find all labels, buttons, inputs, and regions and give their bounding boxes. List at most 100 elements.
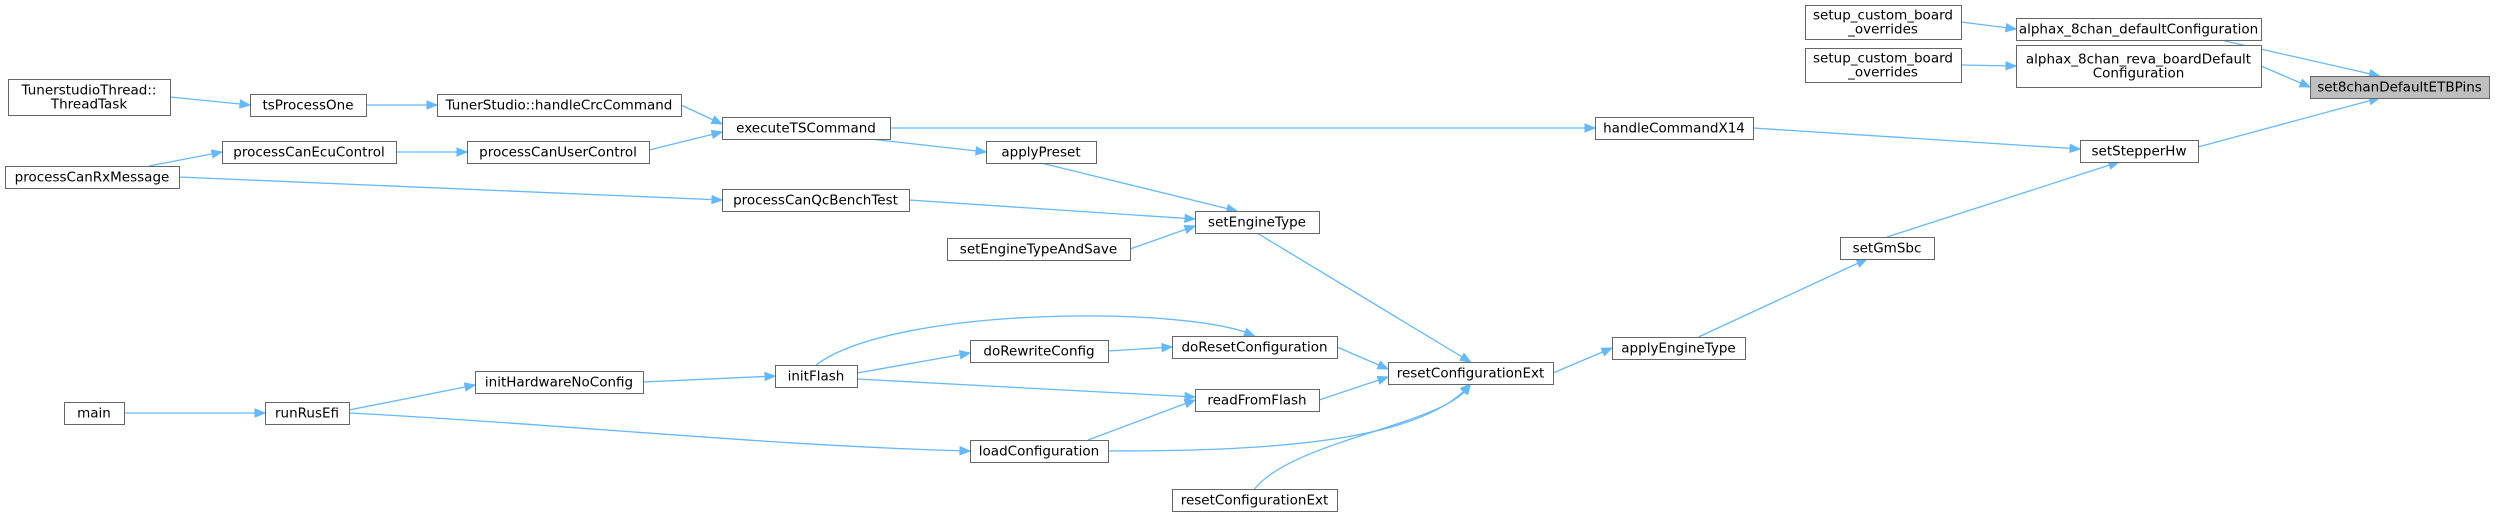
edge-setup-custom-board-overrides-2-to-alphax-8chan-reva-boarddefaultconfiguration	[1960, 61, 2018, 71]
node-label: resetConfigurationExt	[1181, 493, 1329, 509]
edge-setenginetype-to-resetconfigurationext-1	[1256, 232, 1472, 363]
edge-line	[869, 138, 987, 153]
node-box	[2016, 18, 2262, 41]
edge-arrowhead	[764, 371, 777, 382]
edge-line	[1752, 127, 2081, 150]
node-box	[970, 440, 1109, 463]
node-label: initFlash	[788, 369, 845, 385]
node-main[interactable]: main	[64, 402, 125, 425]
node-dorewriteconfig[interactable]: doRewriteConfig	[970, 340, 1109, 363]
node-alphax-8chan-reva-boarddefaultconfiguration[interactable]: alphax_8chan_reva_boardDefaultConfigurat…	[2016, 45, 2262, 88]
edge-arrowhead	[959, 446, 972, 456]
node-box	[64, 402, 125, 425]
edge-readfromflash-to-resetconfigurationext-1	[1318, 375, 1390, 401]
node-label: Configuration	[2093, 66, 2185, 82]
node-label: executeTSCommand	[736, 121, 876, 137]
node-label: tsProcessOne	[262, 98, 353, 114]
node-tsprocessone[interactable]: tsProcessOne	[250, 94, 367, 117]
node-inithardwarenoconfig[interactable]: initHardwareNoConfig	[475, 371, 644, 394]
edge-line	[1698, 258, 1868, 338]
node-box	[475, 371, 644, 394]
node-box	[1195, 211, 1320, 234]
node-runrusefi[interactable]: runRusEfi	[265, 402, 350, 425]
node-setstepperhw[interactable]: setStepperHw	[2080, 140, 2199, 163]
node-label: doResetConfiguration	[1181, 340, 1327, 356]
node-readfromflash[interactable]: readFromFlash	[1195, 389, 1320, 412]
edge-main-to-runrusefi	[124, 408, 267, 418]
node-label: handleCommandX14	[1603, 121, 1745, 137]
edge-arrowhead	[710, 129, 724, 140]
node-label: initHardwareNoConfig	[485, 375, 633, 391]
node-setgmsbc[interactable]: setGmSbc	[1840, 237, 1935, 260]
node-box	[2080, 140, 2199, 163]
node-resetconfigurationext-2[interactable]: resetConfigurationExt	[1172, 489, 1338, 512]
edge-processcanrxmessage-to-processcanqcbenchtest	[178, 176, 724, 205]
edge-line	[642, 375, 776, 383]
node-label: alphax_8chan_defaultConfiguration	[2019, 22, 2258, 38]
edge-arrowhead	[2004, 22, 2018, 33]
node-doresetconfiguration[interactable]: doResetConfiguration	[1172, 336, 1338, 359]
node-tunerstudiothread-threadtask[interactable]: TunerstudioThread::ThreadTask	[8, 79, 171, 116]
edge-processcanecucontrol-to-processcanusercontrol	[396, 147, 469, 157]
node-tunerstudio-handlecrccommand[interactable]: TunerStudio::handleCrcCommand	[437, 94, 682, 117]
node-label: TunerStudio::handleCrcCommand	[445, 98, 673, 114]
edge-arrowhead	[456, 147, 469, 157]
edge-alphax-8chan-reva-boarddefaultconfiguration-to-set8chandefaultetbpins	[2260, 65, 2312, 88]
edge-processcanqcbenchtest-to-setenginetype	[908, 199, 1197, 224]
node-setup-custom-board-overrides-2[interactable]: setup_custom_board_overrides	[1805, 48, 1962, 83]
edge-line	[1107, 346, 1173, 352]
edge-handlecommandx14-to-setstepperhw	[1752, 127, 2082, 154]
edge-arrowhead	[1376, 360, 1390, 370]
node-box	[467, 141, 650, 164]
edge-setstepperhw-to-set8chandefaultetbpins	[2197, 96, 2381, 148]
edge-line	[1040, 162, 1238, 212]
edge-arrowhead	[711, 194, 724, 205]
node-loadconfiguration[interactable]: loadConfiguration	[970, 440, 1109, 463]
node-setenginetype[interactable]: setEngineType	[1195, 211, 1320, 234]
node-label: setEngineType	[1208, 215, 1306, 231]
edge-executetscommand-to-handlecommandx14	[890, 123, 1597, 133]
edge-line	[856, 378, 1196, 398]
node-set8chandefaultetbpins[interactable]: set8chanDefaultETBPins	[2310, 76, 2490, 99]
node-alphax-8chan-defaultconfiguration[interactable]: alphax_8chan_defaultConfiguration	[2016, 18, 2262, 41]
node-initflash[interactable]: initFlash	[775, 365, 858, 388]
node-executetscommand[interactable]: executeTSCommand	[722, 117, 891, 140]
edge-resetconfigurationext-2-to-resetconfigurationext-1	[1253, 382, 1472, 490]
node-applyenginetype[interactable]: applyEngineType	[1612, 337, 1746, 360]
edge-tunerstudio-handlecrccommand-to-executetscommand	[680, 104, 724, 125]
node-handlecommandx14[interactable]: handleCommandX14	[1595, 117, 1754, 140]
node-box	[265, 402, 350, 425]
edge-line	[169, 96, 251, 106]
node-box	[1805, 48, 1962, 83]
node-box	[722, 189, 910, 212]
node-setup-custom-board-overrides-1[interactable]: setup_custom_board_overrides	[1805, 5, 1962, 40]
node-label: readFromFlash	[1207, 393, 1306, 409]
node-box	[437, 94, 682, 117]
node-box	[1840, 237, 1935, 260]
edge-arrowhead	[1459, 352, 1472, 363]
edge-runrusefi-to-inithardwarenoconfig	[348, 382, 477, 411]
node-label: loadConfiguration	[979, 444, 1099, 460]
node-processcanecucontrol[interactable]: processCanEcuControl	[222, 141, 397, 164]
node-label: setGmSbc	[1853, 241, 1922, 257]
node-resetconfigurationext-1[interactable]: resetConfigurationExt	[1388, 362, 1554, 385]
edge-arrowhead	[958, 350, 972, 360]
edge-arrowhead	[1600, 347, 1614, 357]
edge-tunerstudiothread-threadtask-to-tsprocessone	[169, 96, 252, 109]
node-setenginetypeandsave[interactable]: setEngineTypeAndSave	[947, 238, 1131, 261]
edge-arrowhead	[463, 382, 477, 392]
node-processcanrxmessage[interactable]: processCanRxMessage	[5, 166, 180, 189]
node-label: setEngineTypeAndSave	[960, 242, 1117, 258]
edge-line	[856, 352, 971, 374]
node-label: TunerstudioThread::	[21, 83, 157, 99]
node-box	[2310, 76, 2490, 99]
node-box	[1612, 337, 1746, 360]
node-box	[1172, 336, 1338, 359]
node-processcanusercontrol[interactable]: processCanUserControl	[467, 141, 650, 164]
node-label: _overrides	[1847, 22, 1918, 38]
node-label: processCanRxMessage	[15, 170, 170, 186]
edge-executetscommand-to-applypreset	[869, 138, 988, 156]
node-processcanqcbenchtest[interactable]: processCanQcBenchTest	[722, 189, 910, 212]
edge-inithardwarenoconfig-to-initflash	[642, 371, 777, 383]
node-applypreset[interactable]: applyPreset	[986, 141, 1097, 164]
